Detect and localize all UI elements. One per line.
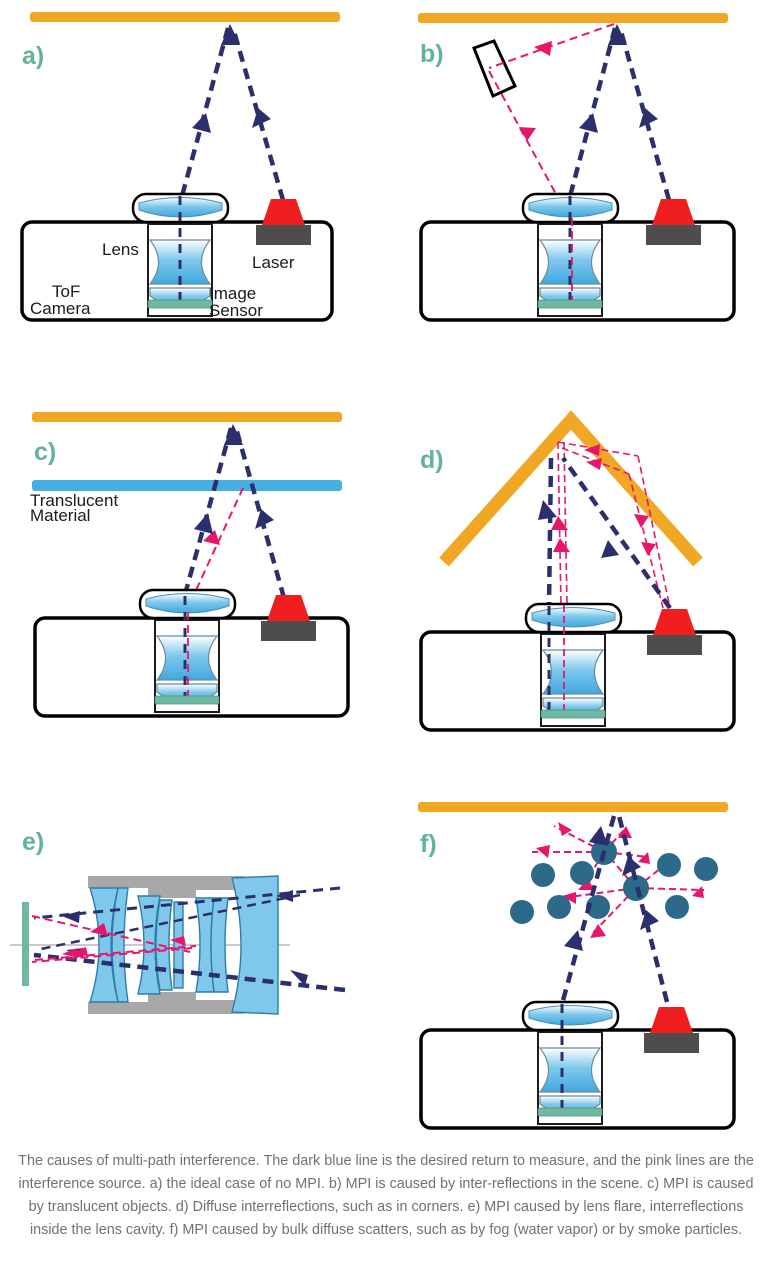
- rays-lens-flare-arrowheads: [62, 923, 186, 958]
- laser-mount: [256, 225, 311, 245]
- figure-container: a): [0, 0, 772, 1130]
- image-sensor-plate: [22, 902, 29, 986]
- objective-lens-glass: [145, 593, 230, 614]
- wall-surface: [418, 802, 728, 812]
- image-sensor: [154, 695, 220, 705]
- translucent-material-bar: [32, 480, 342, 491]
- label-image-sensor-1: Image: [209, 284, 256, 303]
- laser-mount: [644, 1033, 699, 1053]
- label-image-sensor-2: Sensor: [209, 301, 263, 320]
- ray-outgoing-desired: [561, 456, 672, 610]
- panel-label-d: d): [420, 446, 444, 474]
- ray-return-desired: [179, 27, 231, 197]
- ray-return-desired: [181, 427, 234, 599]
- particle: [657, 853, 681, 877]
- objective-lens-glass: [528, 197, 613, 218]
- wall-surface: [30, 12, 340, 22]
- ray-interference-slab-to-lens: [488, 70, 570, 219]
- rays-scatter-arrowheads: [536, 822, 704, 938]
- particle: [531, 863, 555, 887]
- panel-c: c) Translucent Material: [0, 390, 386, 770]
- lens-element-4: [155, 899, 173, 991]
- panel-label-e: e): [22, 828, 44, 856]
- panel-d: d): [386, 390, 772, 770]
- label-tof-camera-2: Camera: [30, 299, 91, 318]
- laser-emitter: [650, 1007, 693, 1033]
- lens-element-7: [210, 897, 229, 993]
- label-translucent-2: Material: [30, 506, 90, 525]
- panel-e: e): [0, 790, 386, 1170]
- particle: [694, 857, 718, 881]
- label-laser: Laser: [252, 253, 295, 272]
- ray-apex-arrow: [224, 424, 243, 445]
- ray-interference-wall-to-slab: [488, 23, 615, 69]
- wall-surface: [418, 13, 728, 23]
- ray-desired-upper: [33, 886, 341, 923]
- lens-element-5: [173, 901, 184, 989]
- lens-element-2: [111, 887, 129, 1003]
- rays-lens-flare: [31, 915, 197, 963]
- panel-label-b: b): [420, 40, 444, 68]
- ray-outgoing-desired: [230, 27, 286, 201]
- laser-mount: [261, 621, 316, 641]
- panel-b: b): [386, 0, 772, 380]
- rays-interference-arrowheads: [551, 444, 656, 556]
- laser-mount: [647, 635, 702, 655]
- laser-mount: [646, 225, 701, 245]
- ray-interference-translucent-to-lens: [185, 487, 244, 613]
- ray-outgoing-desired: [617, 27, 672, 201]
- ray-outgoing-desired: [616, 815, 670, 1003]
- laser-emitter: [652, 199, 695, 225]
- corner-walls: [439, 410, 703, 567]
- particle: [547, 895, 571, 919]
- lens-element-concave: [541, 649, 605, 695]
- lens-element-concave: [155, 635, 219, 681]
- lens-barrel-housing: [88, 876, 250, 1014]
- label-translucent-1: Translucent: [30, 491, 118, 510]
- image-sensor: [540, 709, 606, 719]
- laser-emitter: [267, 595, 310, 621]
- label-lens: Lens: [102, 240, 139, 259]
- wall-surface: [32, 412, 342, 422]
- ray-apex-arrow: [221, 24, 240, 45]
- laser-emitter: [262, 199, 305, 225]
- image-sensor: [537, 1107, 603, 1117]
- objective-lens-glass: [531, 607, 616, 628]
- particle: [570, 861, 594, 885]
- panel-label-a: a): [22, 42, 44, 70]
- panel-f: f): [386, 790, 772, 1170]
- ray-return-desired: [559, 815, 617, 1005]
- laser-emitter: [653, 609, 696, 635]
- image-sensor: [537, 299, 603, 309]
- label-tof-camera-1: ToF: [52, 282, 80, 301]
- particle: [510, 900, 534, 924]
- objective-lens-glass: [138, 197, 223, 218]
- ray-apex-arrow: [608, 24, 627, 45]
- panel-a: a): [0, 0, 386, 380]
- particle: [665, 895, 689, 919]
- reflector-object: [472, 39, 517, 99]
- panel-label-f: f): [420, 830, 437, 858]
- image-sensor: [147, 299, 213, 309]
- lens-element-concave: [538, 1047, 602, 1093]
- particle: [586, 895, 610, 919]
- objective-lens-glass: [528, 1005, 613, 1026]
- panel-label-c: c): [34, 438, 56, 466]
- ray-return-desired: [566, 27, 618, 201]
- ray-outgoing-desired: [233, 427, 287, 599]
- ray-return-desired: [538, 457, 557, 607]
- figure-caption: The causes of multi-path interference. T…: [18, 1153, 754, 1238]
